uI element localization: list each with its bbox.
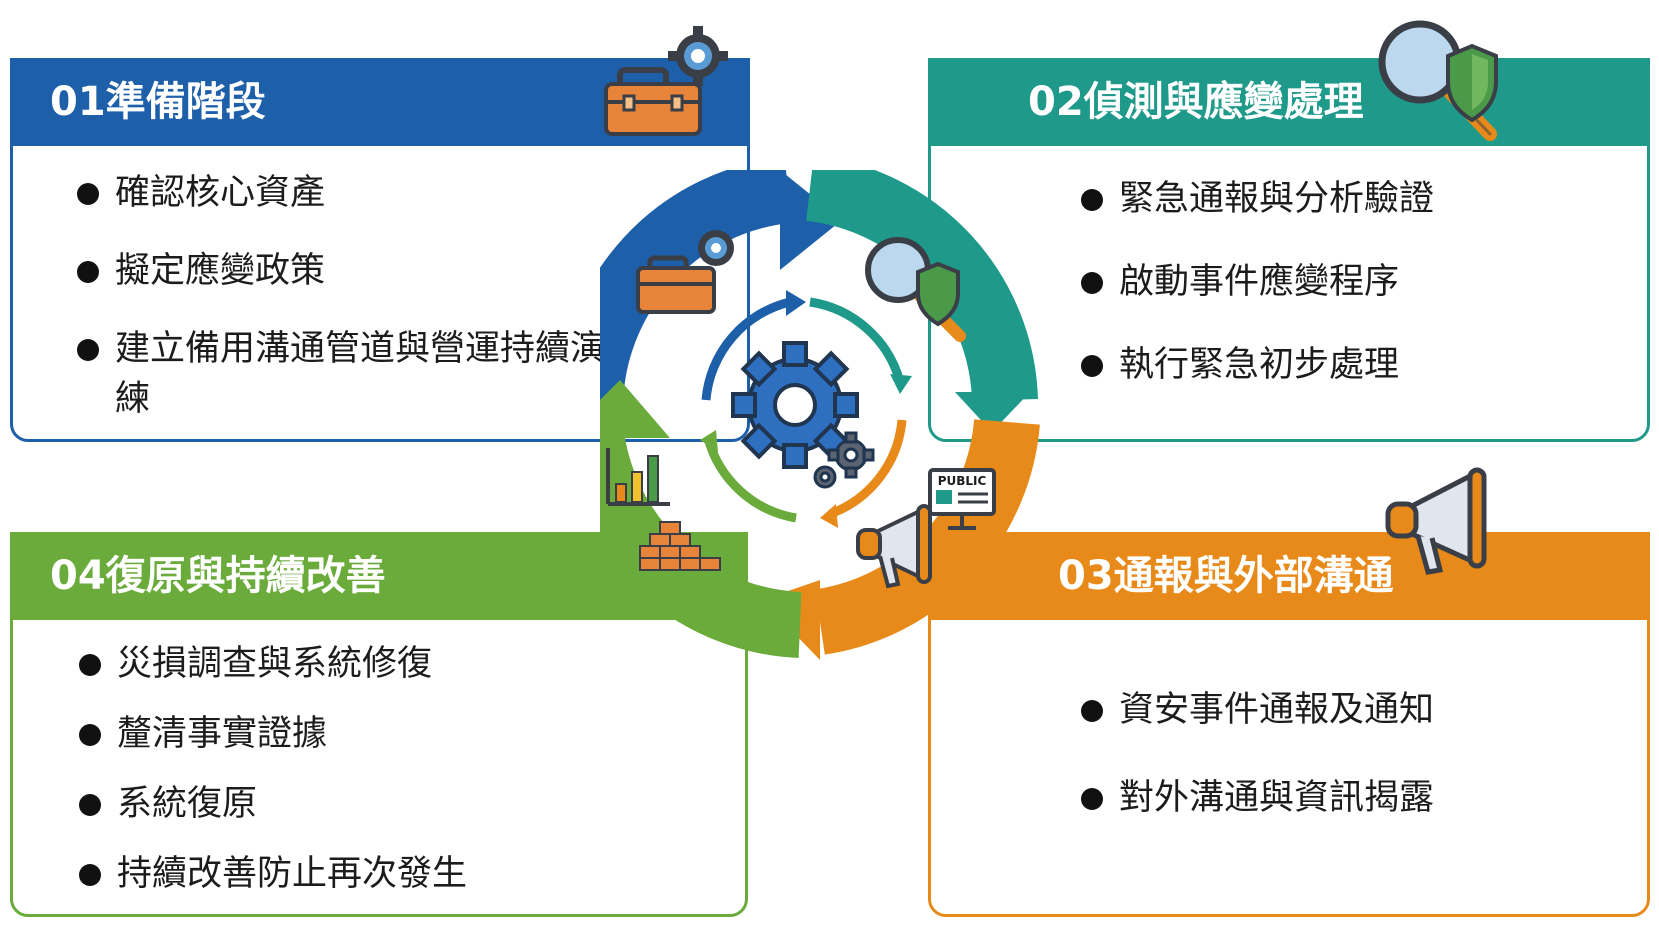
list-item: 資安事件通報及通知 xyxy=(1081,685,1434,735)
inner-arc-teal xyxy=(809,297,905,384)
list-item: 持續改善防止再次發生 xyxy=(79,849,467,899)
inner-arc-green xyxy=(703,436,797,523)
phase-card-detection: 02偵測與應變處理 緊急通報與分析驗證 啟動事件應變程序 執行緊急初步處理 xyxy=(928,58,1650,442)
list-item: 確認核心資產 xyxy=(77,168,635,218)
list-item: 緊急通報與分析驗證 xyxy=(1081,174,1434,224)
cycle-diagram: PUBLIC xyxy=(600,170,1040,660)
phase-card-recovery: 04復原與持續改善 災損調查與系統修復 釐清事實證據 系統復原 持續改善防止再次… xyxy=(10,532,748,917)
megaphone-icon xyxy=(1385,467,1487,575)
list-item: 災損調查與系統修復 xyxy=(79,639,467,689)
list-item: 系統復原 xyxy=(79,779,467,829)
list-item: 建立備用溝通管道與營運持續演練 xyxy=(77,324,635,424)
list-item: 啟動事件應變程序 xyxy=(1081,257,1434,307)
inner-arc-blue xyxy=(701,297,792,401)
list-item: 擬定應變政策 xyxy=(77,246,635,296)
bar-chart-bricks-icon xyxy=(606,448,721,571)
phase-list: 緊急通報與分析驗證 啟動事件應變程序 執行緊急初步處理 xyxy=(1081,174,1434,423)
list-item: 對外溝通與資訊揭露 xyxy=(1081,773,1434,823)
cycle-arc-orange xyxy=(814,418,1040,655)
gears-icon xyxy=(731,341,875,489)
toolbox-gear-icon xyxy=(636,230,734,314)
magnifier-shield-icon xyxy=(865,237,966,342)
list-item: 釐清事實證據 xyxy=(79,709,467,759)
phase-list: 災損調查與系統修復 釐清事實證據 系統復原 持續改善防止再次發生 xyxy=(79,639,467,919)
megaphone-icon xyxy=(856,504,932,589)
cycle-arrowhead-teal xyxy=(955,392,1030,432)
public-sign-label: PUBLIC xyxy=(938,474,987,488)
magnifier-shield-icon xyxy=(1378,20,1498,141)
phase-title: 02偵測與應變處理 xyxy=(928,58,1650,146)
cycle-arc-green xyxy=(600,421,802,658)
inner-arc-orange xyxy=(828,419,907,519)
cycle-arc-teal xyxy=(805,170,1038,402)
toolbox-gear-icon xyxy=(604,26,728,136)
phase-list: 確認核心資產 擬定應變政策 建立備用溝通管道與營運持續演練 xyxy=(77,168,635,424)
phase-card-communication: 03通報與外部溝通 資安事件通報及通知 對外溝通與資訊揭露 xyxy=(928,532,1650,917)
public-sign-icon: PUBLIC xyxy=(928,468,996,530)
list-item: 執行緊急初步處理 xyxy=(1081,340,1434,390)
phase-list: 資安事件通報及通知 對外溝通與資訊揭露 xyxy=(1081,685,1434,861)
phase-title: 03通報與外部溝通 xyxy=(928,532,1650,620)
cycle-arrowhead-green xyxy=(600,380,670,438)
